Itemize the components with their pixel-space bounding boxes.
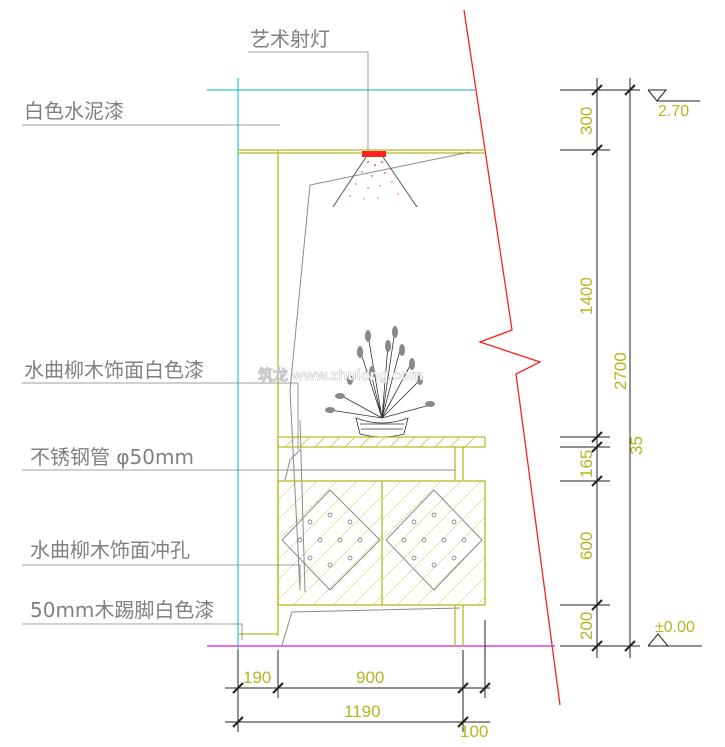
label-stainless-pipe: 不锈钢管 φ50mm xyxy=(30,445,194,469)
spotlight-icon xyxy=(332,151,418,208)
dim-1190: 1190 xyxy=(344,702,381,721)
label-white-cement-paint: 白色水泥漆 xyxy=(24,99,124,123)
cabinet-base-line xyxy=(281,607,461,646)
label-willow-veneer-perforated: 水曲柳木饰面冲孔 xyxy=(30,538,190,562)
level-bottom: ±0.00 xyxy=(655,619,695,636)
leader-skirting xyxy=(22,623,243,640)
leader-perforated xyxy=(22,564,301,585)
dim-2700: 2700 xyxy=(611,352,630,390)
cabinet xyxy=(277,480,486,646)
niche-floor-edge xyxy=(299,419,306,593)
level-marker-bottom: ±0.00 xyxy=(647,619,702,647)
dim-900: 900 xyxy=(356,668,384,687)
level-marker-top: 2.70 xyxy=(647,89,700,120)
dim-200: 200 xyxy=(577,612,596,640)
dim-600: 600 xyxy=(577,532,596,560)
vertical-dimension-lines xyxy=(560,78,640,658)
watermark: 筑龙 www.zhulong.com xyxy=(257,366,423,384)
level-top: 2.70 xyxy=(658,103,689,120)
dim-300: 300 xyxy=(577,107,596,135)
break-line xyxy=(463,9,561,706)
label-spotlight: 艺术射灯 xyxy=(250,27,330,51)
dim-100: 100 xyxy=(460,722,488,741)
flower-pot-icon xyxy=(325,326,435,438)
dim-190: 190 xyxy=(243,668,271,687)
label-willow-veneer-white: 水曲柳木饰面白色漆 xyxy=(24,358,204,382)
dim-35: 35 xyxy=(627,436,646,455)
label-skirting-white: 50mm木踢脚白色漆 xyxy=(30,598,214,622)
dim-1400: 1400 xyxy=(577,277,596,315)
leader-spotlight xyxy=(248,51,369,150)
leader-willow-white xyxy=(22,382,299,450)
niche-back-wall xyxy=(289,151,471,591)
horizontal-dimension-lines xyxy=(225,620,491,732)
shelf xyxy=(277,436,486,481)
dim-165: 165 xyxy=(577,450,596,478)
